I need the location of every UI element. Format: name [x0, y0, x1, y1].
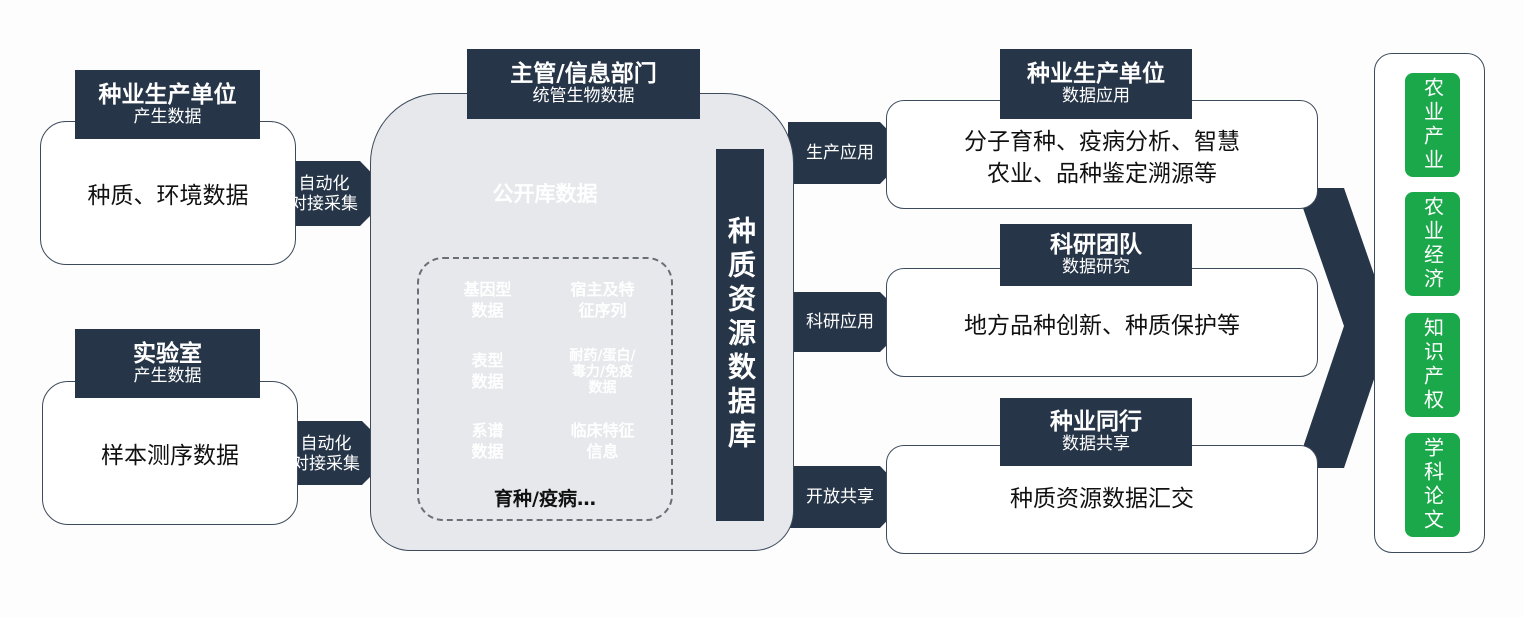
data-cylinder-label: 耐药/蛋白/毒力/免疫数据 — [547, 347, 658, 397]
arrow-label-line: 对接采集 — [290, 194, 358, 214]
data-cylinder-label-line: 宿主及特 — [570, 280, 635, 300]
output-content-line: 农业、品种鉴定溯源等 — [987, 160, 1217, 187]
arrow-auto-collect-2 — [274, 421, 394, 485]
tag-title: 主管/信息部门 — [510, 61, 657, 87]
data-cylinder-label-line: 数据 — [471, 301, 504, 320]
big-chevron-arrow — [1296, 188, 1392, 468]
arrow-label-auto-collect-1: 自动化 对接采集 — [276, 163, 372, 225]
source-content: 样本测序数据 — [101, 443, 239, 469]
result-ip: 知识产权 — [1405, 313, 1460, 417]
source-tag-lab: 实验室 产生数据 — [75, 329, 260, 398]
source-box-lab: 样本测序数据 — [42, 381, 298, 525]
arrow-label-auto-collect-2: 自动化 对接采集 — [278, 423, 374, 485]
arrow-label-line: 自动化 — [300, 433, 352, 454]
center-tag: 主管/信息部门 统管生物数据 — [467, 49, 700, 119]
public-db-label: 公开库数据 — [492, 181, 598, 206]
output-box-research: 地方品种创新、种质保护等 — [886, 268, 1318, 377]
output-tag-research: 科研团队 数据研究 — [1000, 224, 1192, 286]
result-papers: 学科论文 — [1405, 433, 1460, 537]
arrow-label-open-share: 开放共享 — [806, 486, 874, 507]
tag-subtitle: 数据研究 — [1062, 257, 1130, 278]
tag-title: 科研团队 — [1050, 232, 1142, 258]
data-cylinder-label-line: 征序列 — [578, 301, 627, 320]
tag-subtitle: 产生数据 — [133, 365, 202, 386]
data-cylinder-label-line: 信息 — [586, 442, 619, 461]
data-cylinder-label-line: 表型 — [471, 351, 504, 371]
tag-title: 种业生产单位 — [1027, 61, 1165, 87]
data-cylinder-label-line: 耐药/蛋白/ — [569, 347, 636, 364]
output-content-line: 地方品种创新、种质保护等 — [964, 312, 1240, 339]
dashed-group-box — [417, 257, 673, 521]
output-tag-share: 种业同行 数据共享 — [1000, 398, 1192, 466]
tag-subtitle: 产生数据 — [133, 106, 202, 127]
group-label: 育种/疫病… — [494, 488, 596, 510]
arrow-label-research-app: 科研应用 — [806, 311, 874, 332]
data-cylinder-label-line: 数据 — [588, 380, 617, 397]
tag-subtitle: 统管生物数据 — [532, 86, 635, 107]
result-agri-industry: 农业产业 — [1405, 73, 1460, 177]
data-cylinder-label-line: 临床特征 — [570, 421, 635, 441]
data-cylinder-label-line: 基因型 — [463, 280, 512, 300]
tag-subtitle: 数据共享 — [1062, 434, 1130, 455]
arrow-open-share — [788, 466, 910, 528]
arrow-label-line: 对接采集 — [292, 454, 360, 474]
arrow-label-production-app: 生产应用 — [806, 142, 874, 163]
result-agri-economy: 农业经济 — [1405, 192, 1460, 296]
germplasm-database-bar: 种质资源数据库 — [716, 149, 764, 521]
tag-title: 实验室 — [133, 340, 202, 367]
data-cylinder-label: 宿主及特征序列 — [547, 276, 658, 326]
tag-title: 种业同行 — [1050, 409, 1142, 435]
arrow-research-app — [788, 292, 910, 352]
data-cylinder-label-line: 数据 — [471, 442, 504, 461]
source-box-production: 种质、环境数据 — [40, 121, 296, 265]
output-content-line: 分子育种、疫病分析、智慧 — [964, 129, 1240, 156]
data-cylinder-label: 临床特征信息 — [547, 417, 658, 467]
data-cylinder-label: 系谱数据 — [432, 417, 543, 467]
data-cylinder-label: 基因型数据 — [432, 276, 543, 326]
data-cylinder-label: 表型数据 — [432, 347, 543, 397]
source-tag-production: 种业生产单位 产生数据 — [75, 70, 260, 139]
arrow-auto-collect-1 — [272, 161, 392, 226]
output-tag-production: 种业生产单位 数据应用 — [1000, 49, 1192, 119]
source-content: 种质、环境数据 — [87, 183, 249, 209]
output-content-line: 种质资源数据汇交 — [1010, 485, 1194, 512]
data-cylinder-label-line: 毒力/免疫 — [571, 363, 634, 380]
data-cylinder-label-line: 数据 — [471, 372, 504, 391]
data-cylinder-label-line: 系谱 — [471, 421, 504, 441]
arrow-production-app — [788, 122, 910, 184]
arrow-label-line: 自动化 — [298, 173, 350, 194]
tag-subtitle: 数据应用 — [1062, 86, 1130, 107]
tag-title: 种业生产单位 — [98, 81, 237, 108]
